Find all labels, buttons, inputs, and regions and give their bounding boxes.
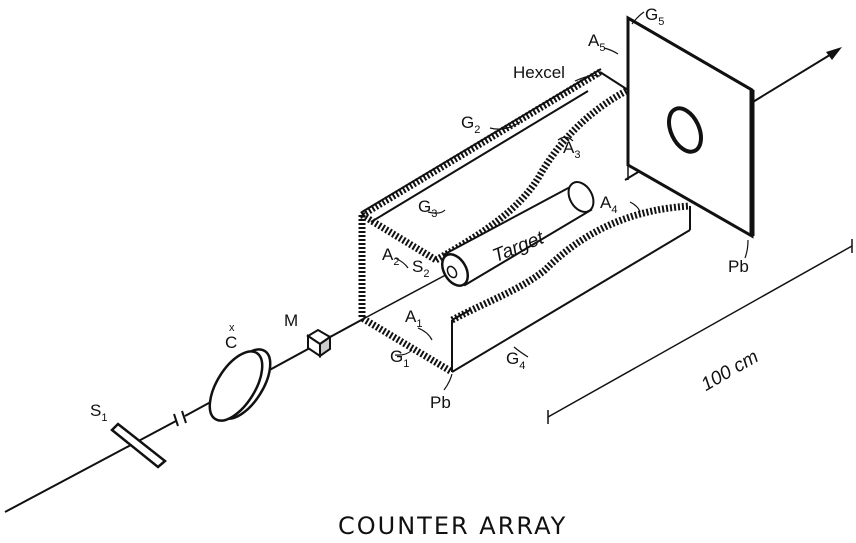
label-c-mark: x bbox=[229, 322, 235, 334]
c-counter-disk bbox=[208, 348, 272, 422]
m-counter bbox=[306, 328, 332, 358]
label-s2: S2 bbox=[412, 257, 429, 280]
label-pb-front: Pb bbox=[430, 393, 451, 412]
label-pb-back: Pb bbox=[728, 257, 749, 276]
pb-back-plate bbox=[626, 15, 755, 239]
label-hexcel: Hexcel bbox=[513, 63, 565, 82]
label-a1: A1 bbox=[405, 307, 422, 330]
label-g3: G3 bbox=[418, 197, 437, 220]
label-g1: G1 bbox=[390, 347, 409, 370]
label-a3: A3 bbox=[563, 138, 580, 161]
beam-arrow-icon bbox=[826, 47, 842, 60]
label-scale: 100 cm bbox=[698, 346, 762, 395]
label-g2: G2 bbox=[461, 113, 480, 136]
label-g4: G4 bbox=[506, 349, 525, 372]
hexcel-wall-upper bbox=[434, 86, 630, 264]
scale-bar bbox=[547, 239, 853, 424]
label-a4: A4 bbox=[600, 193, 617, 216]
label-a2: A2 bbox=[382, 245, 399, 268]
leader-lines bbox=[394, 11, 749, 391]
label-c: C bbox=[225, 333, 237, 352]
hexcel-wall-lower bbox=[450, 202, 691, 324]
diagram-caption: COUNTER ARRAY bbox=[338, 512, 567, 540]
beam-break-mark-icon bbox=[173, 410, 187, 427]
label-a5: A5 bbox=[588, 31, 605, 54]
s1-counter bbox=[110, 422, 167, 469]
target-cylinder bbox=[440, 181, 595, 287]
label-m: M bbox=[284, 311, 298, 330]
label-g5: G5 bbox=[645, 5, 664, 28]
label-s1: S1 bbox=[90, 401, 107, 424]
